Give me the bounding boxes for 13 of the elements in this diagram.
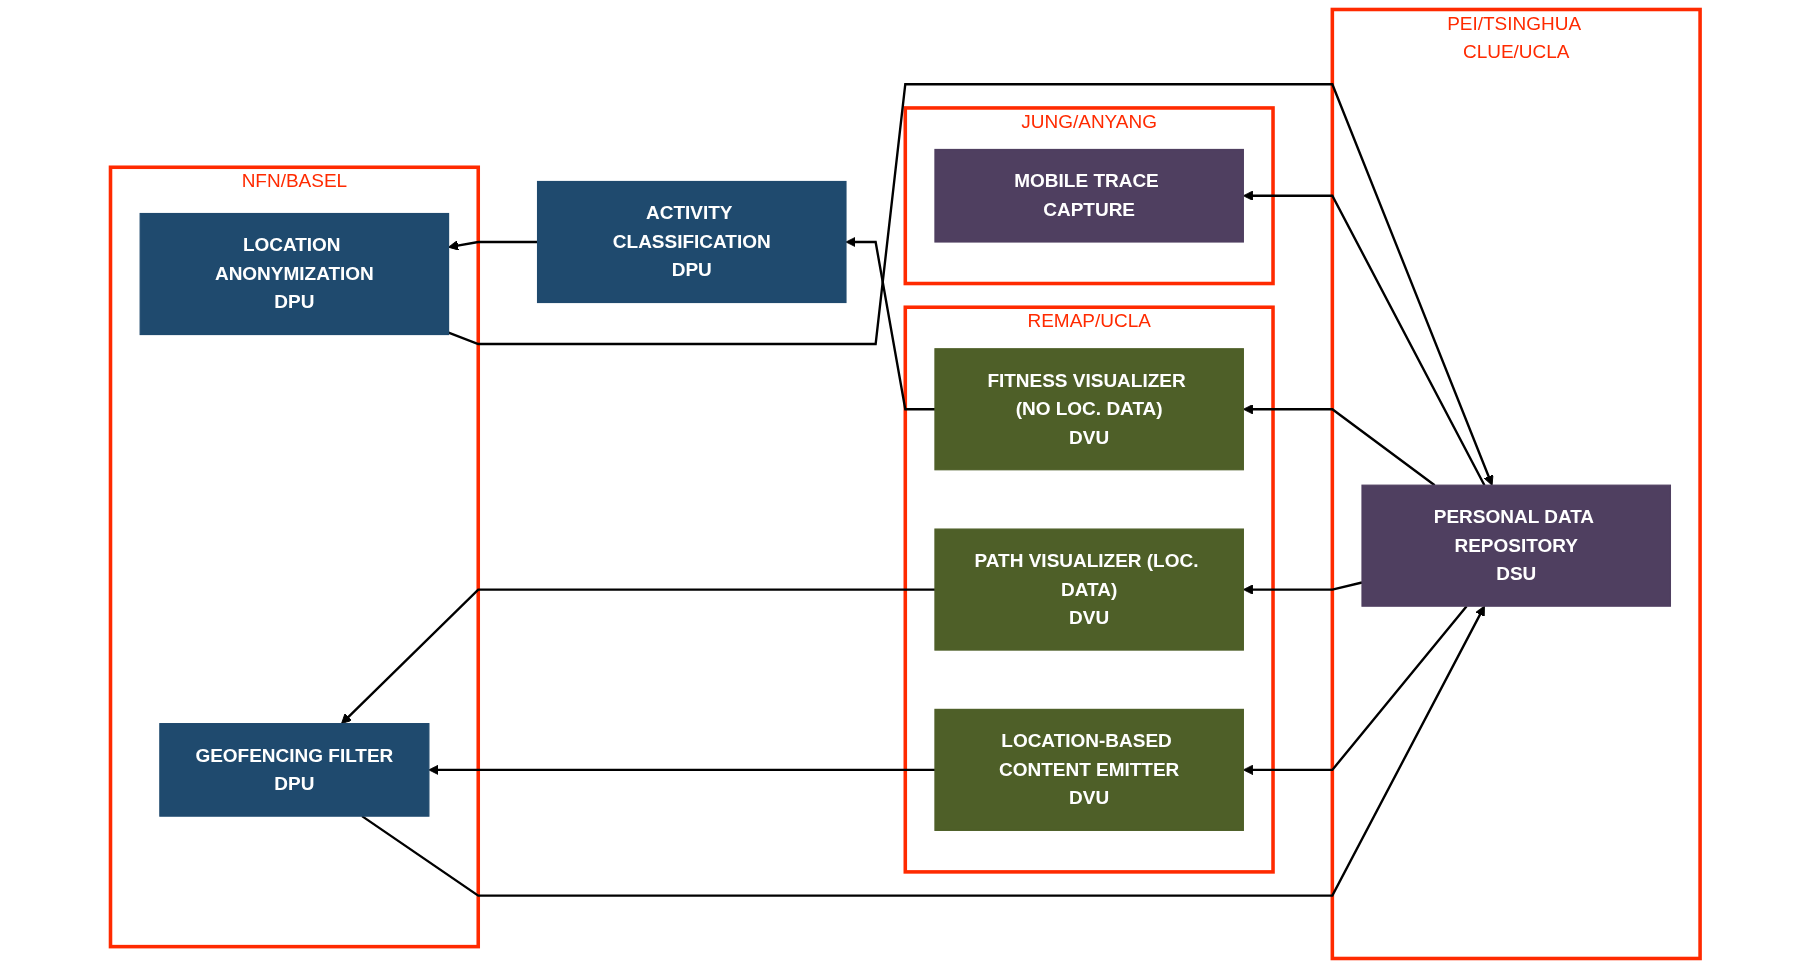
node-box: LOCATION-BASED CONTENT EMITTER DVU <box>934 708 1244 831</box>
node-box: GEOFENCING FILTER DPU <box>158 723 430 817</box>
arrow <box>447 83 1494 486</box>
arrow <box>340 588 935 725</box>
arrow <box>845 236 935 411</box>
node-box: PATH VISUALIZER (LOC. DATA) DVU <box>934 528 1244 651</box>
node-box: LOCATION ANONYMIZATION DPU <box>139 212 449 336</box>
arrow <box>361 605 1485 897</box>
node-box: FITNESS VISUALIZER (NO LOC. DATA) DVU <box>934 348 1244 471</box>
arrow <box>428 764 935 776</box>
node-box: MOBILE TRACE CAPTURE <box>934 148 1244 243</box>
node-box: ACTIVITY CLASSIFICATION DPU <box>536 180 847 304</box>
node-box: PERSONAL DATA REPOSITORY DSU <box>1361 484 1671 607</box>
